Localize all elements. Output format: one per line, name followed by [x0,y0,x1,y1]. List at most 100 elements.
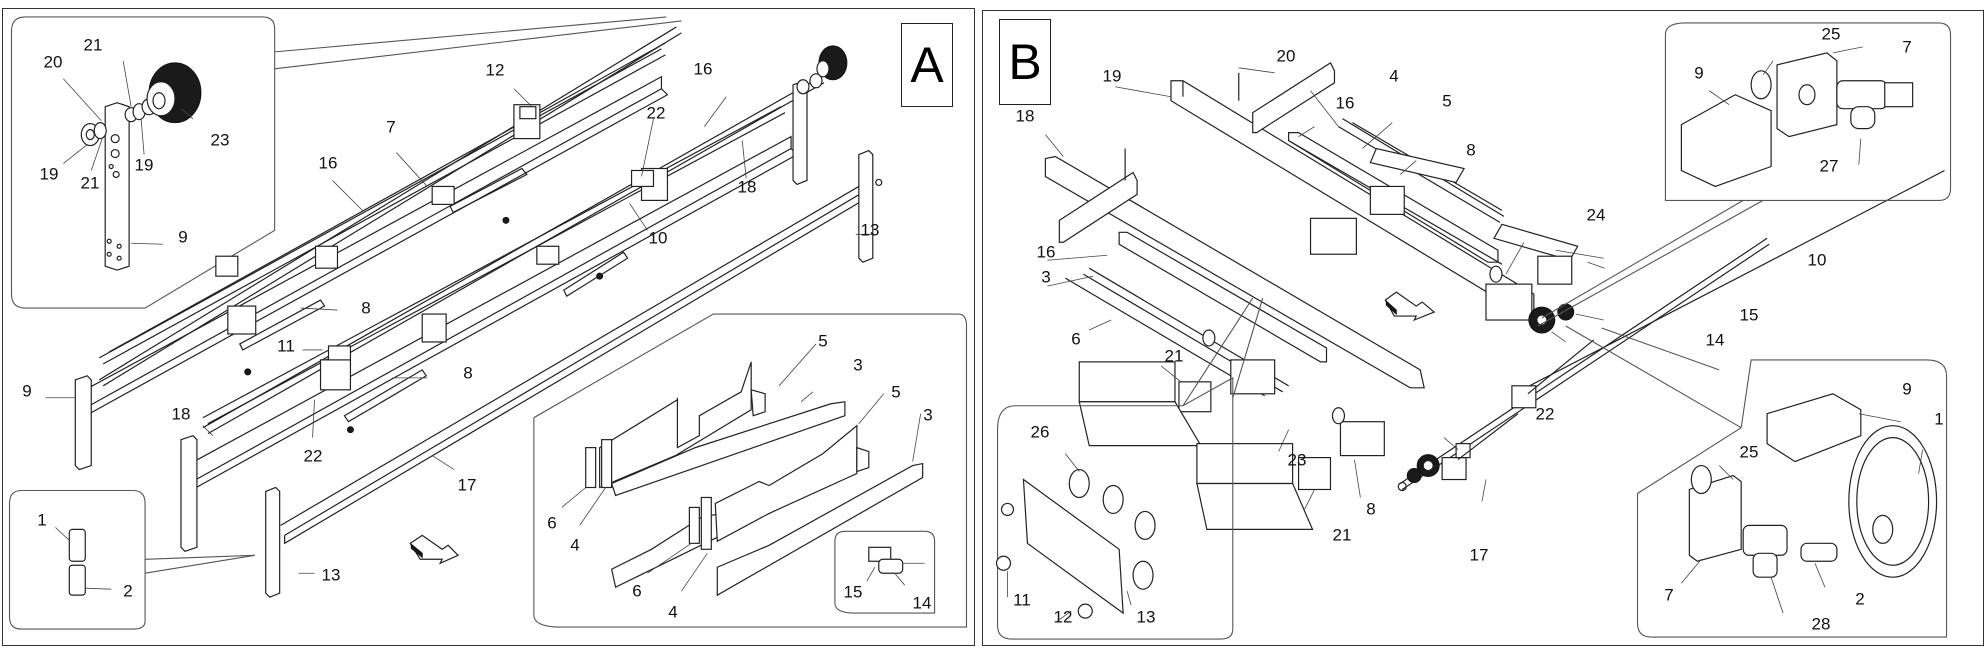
crossbar-18 [1058,171,1138,243]
callout-label: 6 [1071,329,1081,349]
callout-label: 19 [134,155,154,175]
lower-rail-17 [265,149,883,598]
panel-b-drawing [995,22,1952,640]
panel-a: A 20 21 23 19 21 19 9 12 7 16 16 22 10 1… [2,8,975,646]
callout-label: 22 [1535,404,1555,424]
callout-label: 18 [737,177,757,197]
callout-label: 7 [1664,585,1674,605]
callout-label: 3 [923,405,933,425]
callout-label: 24 [1586,205,1606,225]
callout-label: 20 [1276,46,1296,66]
callout-label: 11 [277,336,295,356]
coupling-2 [1800,542,1838,562]
block [227,305,257,335]
callout-label: 16 [693,59,713,79]
inset-leader-line [274,20,682,70]
gear-15 [1557,303,1575,321]
callout-label: 12 [1053,607,1073,627]
callout-label: 4 [570,535,580,555]
callout-label: 1 [1934,409,1944,429]
shield-step [1078,361,1176,403]
callout-label: 2 [1855,589,1865,609]
rail-16-lower [1118,231,1328,363]
inset-latch-frame [834,530,936,614]
inset-shields-frame [533,313,968,628]
callout-label: 10 [648,228,668,248]
callout-label: 10 [1807,250,1827,270]
callout-label: 18 [1015,106,1035,126]
nut-11 [1000,502,1015,517]
plate [1022,478,1124,615]
bearing-25 [1750,70,1772,100]
panel-letter-a: A [901,23,953,107]
callout-label: 3 [1041,267,1051,287]
end-plate-13 [265,486,281,598]
callout-label: 21 [80,173,100,193]
callout-label: 28 [1811,614,1831,634]
plate-9 [104,102,130,271]
callout-label: 6 [547,513,557,533]
callout-label: 12 [485,60,505,80]
panel-b: B 20 19 4 5 18 16 8 16 3 24 6 21 15 14 1… [982,10,1984,646]
callout-label: 11 [1013,590,1031,610]
end-plate-13-right [858,149,874,263]
callout-label: 8 [1466,140,1476,160]
inset-gearbox-frame [1664,22,1952,201]
callout-label: 4 [1389,66,1399,86]
callout-label: 20 [43,52,63,72]
callout-label: 16 [318,153,338,173]
callout-label: 17 [1469,545,1489,565]
inset-rollers-frame [996,376,1234,640]
callout-label: 9 [1694,63,1704,83]
end-plate-18 [180,434,198,552]
callout-label: 13 [321,565,341,585]
callout-label: 15 [843,582,863,602]
callout-label: 26 [1030,422,1050,442]
bearing-block [1230,359,1276,395]
connector-2 [68,564,86,596]
shields-drawing [585,361,924,597]
callout-label: 9 [1902,379,1912,399]
callout-label: 21 [1164,346,1184,366]
callout-label: 22 [303,446,323,466]
callout-label: 19 [39,164,59,184]
block [215,255,239,277]
nut-12 [1077,603,1093,619]
callout-label: 16 [1036,242,1056,262]
inset-leader-line [274,16,667,53]
callout-label: 21 [1332,525,1352,545]
roller-26 [1068,468,1090,499]
callout-label: 9 [22,381,32,401]
callout-label: 5 [818,331,828,351]
panel-letter-b: B [999,19,1051,105]
callout-label: 21 [83,35,103,55]
callout-label: 7 [1902,37,1912,57]
callout-label: 13 [860,220,880,240]
callout-label: 8 [463,363,473,383]
end-plate-18-right [792,80,808,186]
callout-label: 15 [1739,305,1759,325]
callout-label: 6 [632,581,642,601]
callout-label: 22 [646,103,666,123]
callout-label: 1 [37,510,47,530]
connector-1 [68,528,86,562]
upper-rail-assembly [74,26,682,471]
beam-18 [1044,155,1425,389]
plate-7b [1688,474,1742,562]
panel-a-drawing [8,16,968,630]
inset-handwheel-frame [1636,359,1948,638]
callout-label: 8 [1366,499,1376,519]
callout-label: 5 [891,382,901,402]
callout-label: 4 [668,602,678,622]
callout-label: 2 [123,581,133,601]
callout-label: 19 [1102,66,1122,86]
callout-label: 13 [1136,607,1156,627]
plate-7 [1776,52,1838,138]
bearing-25b [1690,464,1712,495]
end-plate-9 [74,375,92,471]
callout-label: 27 [1819,156,1839,176]
middle-rail-assembly [180,45,848,552]
callout-label: 5 [1442,91,1452,111]
callout-label: 18 [171,404,191,424]
callout-label: 25 [1739,442,1759,462]
